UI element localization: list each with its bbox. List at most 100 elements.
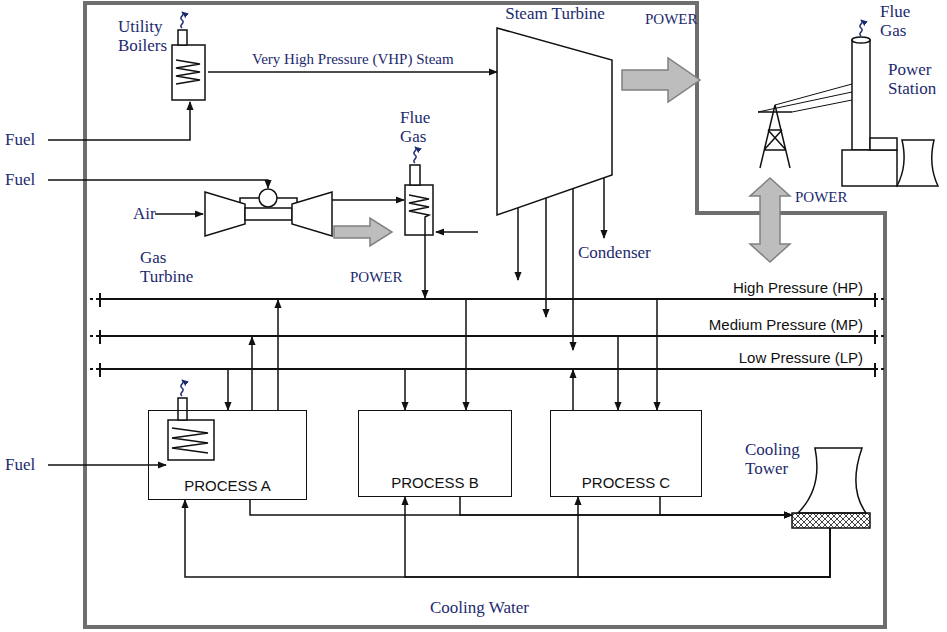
steam-header-ends-part bbox=[100, 293, 875, 377]
process-furnace-part bbox=[181, 380, 183, 396]
process-furnace-part bbox=[178, 398, 187, 420]
edge-label: Very High Pressure (VHP) Steam bbox=[250, 50, 456, 69]
cooling-water-line bbox=[250, 500, 792, 515]
boiler-icon-part bbox=[48, 102, 190, 140]
steam-line bbox=[251, 337, 253, 410]
steam-line bbox=[572, 370, 574, 410]
power-station-icon-part bbox=[852, 37, 870, 43]
boiler-icon-part bbox=[178, 30, 187, 45]
unit-label: Utility Boilers bbox=[118, 17, 172, 55]
gas-turbine-icon-part bbox=[245, 208, 292, 220]
unit-label: Power Station bbox=[888, 60, 944, 98]
cooling-water-line bbox=[578, 497, 830, 577]
gas-turbine-icon bbox=[48, 180, 404, 246]
power-station-icon-part bbox=[870, 138, 897, 150]
heat-recovery-boiler-part bbox=[409, 195, 429, 298]
gas-turbine-icon-part bbox=[259, 189, 277, 207]
steam-line bbox=[617, 337, 619, 410]
process-furnace-part bbox=[172, 428, 208, 453]
cooling-water-line bbox=[660, 497, 792, 515]
boiler-icon-part bbox=[176, 60, 200, 84]
power-station: Power Station bbox=[840, 30, 944, 188]
unit-label: Gas Turbine bbox=[140, 248, 202, 286]
plant-label: Fuel bbox=[5, 130, 35, 149]
site-boundary-part bbox=[85, 3, 885, 627]
header-label: Low Pressure (LP) bbox=[739, 349, 863, 367]
heat-recovery-boiler-part bbox=[436, 231, 478, 233]
cooling-water-line bbox=[185, 500, 830, 577]
plant-label: Flue Gas bbox=[880, 2, 925, 40]
boiler-icon-part bbox=[172, 45, 205, 100]
process-box: PROCESS C bbox=[550, 410, 702, 497]
header-label: Medium Pressure (MP) bbox=[709, 316, 863, 334]
heat-recovery-boiler-part bbox=[405, 185, 433, 235]
process-label: PROCESS C bbox=[551, 474, 701, 492]
unit-label: Cooling Tower bbox=[745, 440, 805, 478]
process-label: PROCESS A bbox=[149, 477, 306, 495]
cooling-tower-icon-part bbox=[798, 448, 866, 513]
plant-label: POWER bbox=[795, 188, 848, 207]
steam-header: Medium Pressure (MP) bbox=[100, 317, 875, 337]
steam-line bbox=[572, 189, 574, 350]
cooling-water-line bbox=[460, 497, 792, 515]
process-furnace-part bbox=[168, 420, 214, 460]
gas-turbine-icon-part bbox=[48, 180, 268, 188]
plant-label: Condenser bbox=[578, 243, 651, 262]
gas-turbine-icon-part bbox=[332, 199, 404, 201]
steam-line bbox=[208, 71, 497, 73]
heat-recovery-boiler-part bbox=[414, 147, 416, 163]
steam-line bbox=[517, 208, 519, 280]
heat-recovery-boiler-part bbox=[410, 165, 420, 185]
plant-label: Flue Gas bbox=[400, 108, 440, 146]
unit-label: Steam Turbine bbox=[490, 4, 620, 23]
process-furnace bbox=[48, 380, 214, 465]
steam-line bbox=[227, 370, 229, 410]
steam-turbine-icon-part bbox=[603, 178, 605, 238]
grid-power-arrow bbox=[750, 178, 790, 262]
steam-header: Low Pressure (LP) bbox=[100, 350, 875, 370]
steam-turbine: Steam Turbine bbox=[490, 0, 620, 220]
power-station-icon-part bbox=[758, 105, 792, 168]
gas-turbine-icon-part bbox=[292, 192, 332, 236]
gas-turbine-icon-part bbox=[334, 218, 392, 246]
process-box: PROCESS B bbox=[358, 410, 512, 497]
gas-turbine-icon-part bbox=[205, 192, 245, 236]
cooling-water-line bbox=[405, 497, 830, 577]
steam-turbine-icon-part bbox=[622, 58, 700, 102]
power-station-icon bbox=[758, 20, 938, 186]
gas-turbine-icon-part bbox=[277, 198, 297, 203]
site-boundary bbox=[85, 3, 885, 627]
gas-turbine-icon-part bbox=[155, 213, 203, 215]
plant-label: Cooling Water bbox=[430, 598, 529, 617]
process-label: PROCESS B bbox=[359, 474, 511, 492]
power-station-icon-part bbox=[842, 150, 897, 186]
steam-turbine-icon bbox=[497, 28, 700, 238]
grid-power-arrow-part bbox=[750, 178, 790, 262]
steam-header-ends-part bbox=[90, 299, 886, 369]
plant-label: Fuel bbox=[5, 455, 35, 474]
steam-header: High Pressure (HP) bbox=[100, 280, 875, 300]
steam-header-ends bbox=[90, 293, 886, 377]
process-box: PROCESS A bbox=[148, 410, 307, 500]
power-station-icon-part bbox=[758, 84, 852, 112]
plant-label: POWER bbox=[645, 10, 698, 29]
utility-boiler: Utility Boilers bbox=[118, 17, 208, 100]
header-label: High Pressure (HP) bbox=[733, 279, 863, 297]
boiler-icon bbox=[48, 12, 205, 140]
power-station-icon-part bbox=[852, 40, 870, 150]
power-station-icon-part bbox=[860, 20, 862, 36]
boiler-icon-part bbox=[181, 12, 183, 28]
plant-label: POWER bbox=[350, 268, 403, 287]
plant-label: Fuel bbox=[5, 170, 35, 189]
power-station-icon-part bbox=[897, 140, 938, 186]
heat-recovery-boiler bbox=[405, 147, 478, 298]
gas-turbine: Gas Turbine bbox=[135, 180, 340, 285]
cooling-tower-icon bbox=[792, 448, 870, 528]
plant-label: Air bbox=[133, 204, 156, 223]
gas-turbine-icon-part bbox=[240, 198, 259, 203]
cooling-tower-icon-part bbox=[792, 513, 870, 528]
cooling-tower: Cooling Tower bbox=[745, 438, 870, 528]
steam-turbine-icon-part bbox=[497, 28, 612, 215]
